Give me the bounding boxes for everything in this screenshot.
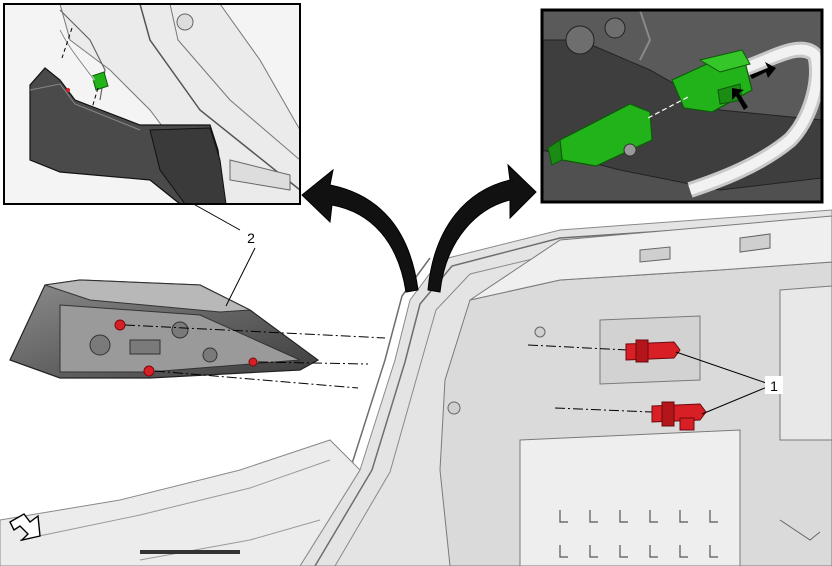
detail-arrow-right [427, 163, 537, 293]
vehicle-body-panel [0, 209, 832, 566]
callout-1-box [765, 376, 783, 394]
lamp-mount-point-upper [114, 319, 126, 331]
callout-1-leaders [675, 351, 773, 415]
callout-2-label: 2 [247, 230, 255, 246]
front-direction-arrow-icon [9, 513, 41, 542]
lamp-mount-point-rear [248, 357, 258, 367]
detail-inset-harness-connector [540, 8, 824, 204]
callout-2-box [242, 228, 260, 246]
detail-arrow-left [301, 168, 419, 293]
callout-1-label: 1 [770, 378, 778, 394]
tail-lamp-assembly [9, 279, 320, 379]
detail-inset-lamp-connector [3, 3, 301, 205]
alignment-lines [124, 324, 653, 413]
lamp-mount-point-lower [143, 365, 155, 377]
retainer-clip-lower [651, 401, 707, 431]
callout-2-leader-bottom [225, 247, 256, 307]
retainer-clip-upper [625, 339, 681, 363]
